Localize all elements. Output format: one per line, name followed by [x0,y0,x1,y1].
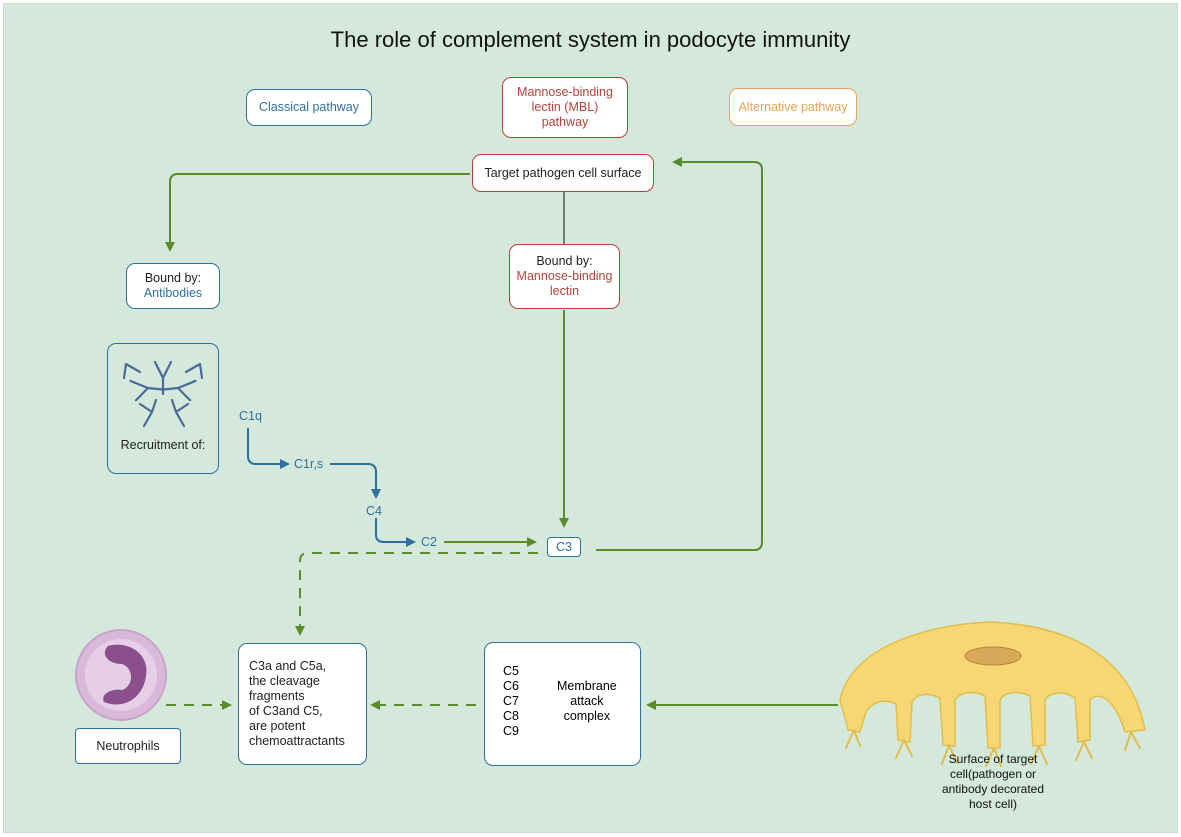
c3-box: C3 [547,537,581,557]
recruitment-label: Recruitment of: [120,438,206,452]
arrow-surface-to-antibodies [165,173,470,252]
chemoattractants-box: C3a and C5a, the cleavage fragments of C… [238,643,367,765]
dashed-arrow-c3-to-chemo [295,552,538,636]
mac-components: C5 C6 C7 C8 C9 [503,664,519,739]
bound-antibodies-label: Bound by: [144,271,202,285]
c2-label: C2 [421,535,437,549]
bound-mbl-value-line2: lectin [549,284,580,298]
mac-component-c7: C7 [503,694,519,708]
bound-antibodies-box: Bound by: Antibodies [126,263,220,309]
target-surface-box: Target pathogen cell surface [472,154,654,192]
target-cell-caption-line3: antibody decorated [941,782,1045,796]
chemo-line6: chemoattractants [249,734,345,748]
arrow-c4-to-c2 [375,518,416,547]
alternative-pathway-label: Alternative pathway [738,99,848,114]
neutrophils-box: Neutrophils [75,728,181,764]
classical-pathway-box: Classical pathway [246,89,372,126]
antibody-icon [122,360,204,428]
mac-component-c6: C6 [503,679,519,693]
chemo-line2: the cleavage [249,674,320,688]
c1q-label: C1q [239,409,262,423]
bound-mbl-box: Bound by: Mannose-binding lectin [509,244,620,309]
mac-label-line2: attack [570,694,604,708]
mac-component-c8: C8 [503,709,519,723]
podocyte-cell-icon [839,621,1146,767]
neutrophil-icon [75,629,167,721]
mac-box [484,642,641,766]
mbl-pathway-box: Mannose-binding lectin (MBL) pathway [502,77,628,138]
recruitment-box: Recruitment of: [107,343,219,474]
mbl-pathway-line2: lectin (MBL) [531,100,599,114]
chemo-line4: of C3and C5, [249,704,323,718]
arrow-c1rs-to-c4 [330,463,381,499]
mac-component-c9: C9 [503,724,519,738]
c1rs-label: C1r,s [294,457,324,471]
diagram-title: The role of complement system in podocyt… [330,27,851,52]
c4-label: C4 [366,504,382,518]
mbl-pathway-line1: Mannose-binding [517,85,613,99]
mac-component-c5: C5 [503,664,519,678]
mac-label: Membrane attack complex [557,679,617,724]
arrow-c3-alternative-loop [596,157,763,551]
bound-mbl-value-line1: Mannose-binding [516,269,613,283]
alternative-pathway-box: Alternative pathway [729,88,857,126]
arrow-c1q-to-c1rs [247,428,290,469]
neutrophils-label: Neutrophils [96,738,160,753]
target-cell-caption-line1: Surface of target [948,752,1038,766]
chemo-line5: are potent [249,719,306,733]
bound-antibodies-value: Antibodies [143,286,203,300]
chemo-line3: fragments [249,689,305,703]
mbl-pathway-line3: pathway [541,115,589,129]
target-cell-caption-line2: cell(pathogen or [949,767,1037,781]
target-cell-caption-line4: host cell) [968,797,1018,811]
mac-label-line3: complex [563,709,611,723]
bound-mbl-label: Bound by: [536,254,593,268]
c3-label: C3 [556,539,572,554]
target-cell-caption: Surface of target cell(pathogen or antib… [928,752,1058,812]
chemo-line1: C3a and C5a, [249,659,327,673]
classical-pathway-label: Classical pathway [258,100,360,114]
mac-label-line1: Membrane [557,679,617,693]
target-surface-label: Target pathogen cell surface [484,165,642,180]
